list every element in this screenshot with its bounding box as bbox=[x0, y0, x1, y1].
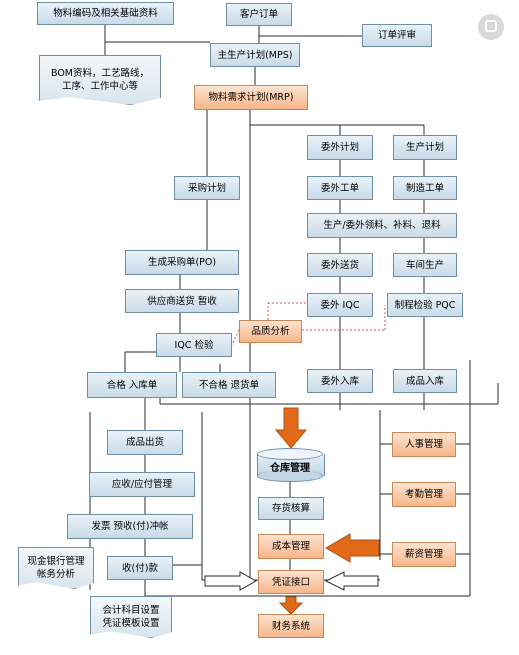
account-setup-document: 会计科目设置凭证模板设置 bbox=[90, 596, 172, 638]
generate-po-box: 生成采购单(PO) bbox=[125, 250, 239, 275]
ar-ap-box: 应收/应付管理 bbox=[89, 472, 195, 497]
inventory-costing-box: 存货核算 bbox=[258, 497, 324, 520]
material-issue-box: 生产/委外领料、补料、退料 bbox=[307, 213, 457, 238]
finished-receipt-box: 成品入库 bbox=[393, 369, 457, 393]
voucher-interface-box: 凭证接口 bbox=[258, 570, 324, 594]
iqc-inspection-box: IQC 检验 bbox=[156, 333, 232, 357]
camera-icon[interactable] bbox=[478, 14, 504, 40]
invoice-box: 发票 预收(付)冲帐 bbox=[67, 514, 193, 539]
attendance-box: 考勤管理 bbox=[392, 482, 456, 507]
workshop-production-box: 车间生产 bbox=[393, 253, 457, 277]
bom-line-2: 工序、工作中心等 bbox=[61, 81, 138, 92]
quality-analysis-box: 品质分析 bbox=[239, 320, 302, 343]
outsourcing-delivery-box: 委外送货 bbox=[307, 253, 373, 277]
mps-box: 主生产计划(MPS) bbox=[210, 43, 300, 67]
production-plan-box: 生产计划 bbox=[393, 135, 457, 160]
hr-box: 人事管理 bbox=[392, 432, 456, 457]
rejected-return-box: 不合格 退货单 bbox=[182, 372, 276, 398]
outsourcing-iqc-box: 委外 IQC bbox=[307, 293, 373, 317]
order-review-box: 订单评审 bbox=[362, 24, 432, 47]
finance-system-box: 财务系统 bbox=[258, 614, 324, 638]
cost-management-box: 成本管理 bbox=[258, 534, 324, 559]
outsourcing-order-box: 委外工单 bbox=[307, 176, 373, 200]
outsourcing-plan-box: 委外计划 bbox=[307, 135, 373, 160]
warehouse-label: 仓库管理 bbox=[270, 463, 310, 474]
supplier-delivery-box: 供应商送货 暂收 bbox=[125, 289, 239, 313]
bom-document: BOM资料，工艺路线， 工序、工作中心等 bbox=[39, 55, 161, 105]
finished-shipment-box: 成品出货 bbox=[107, 430, 183, 455]
acct-line-1: 会计科目设置 bbox=[102, 605, 160, 616]
bom-line-1: BOM资料，工艺路线， bbox=[50, 68, 150, 79]
cash-bank-document: 现金银行管理帐务分析 bbox=[18, 547, 94, 589]
cash-line-2: 帐务分析 bbox=[36, 569, 75, 580]
purchase-plan-box: 采购计划 bbox=[174, 176, 240, 200]
process-pqc-box: 制程检验 PQC bbox=[387, 293, 463, 317]
material-master-box: 物料编码及相关基础资料 bbox=[37, 2, 174, 25]
qualified-receipt-box: 合格 入库单 bbox=[87, 372, 177, 398]
collect-pay-box: 收(付)款 bbox=[107, 556, 173, 580]
customer-order-box: 客户订单 bbox=[226, 3, 292, 26]
mrp-box: 物料需求计划(MRP) bbox=[194, 85, 308, 110]
payroll-box: 薪资管理 bbox=[392, 542, 456, 567]
acct-line-2: 凭证模板设置 bbox=[102, 618, 160, 629]
warehouse-cylinder: 仓库管理 bbox=[257, 448, 325, 482]
outsourcing-receipt-box: 委外入库 bbox=[307, 369, 373, 393]
cash-line-1: 现金银行管理 bbox=[27, 556, 85, 567]
manufacturing-order-box: 制造工单 bbox=[393, 176, 457, 200]
